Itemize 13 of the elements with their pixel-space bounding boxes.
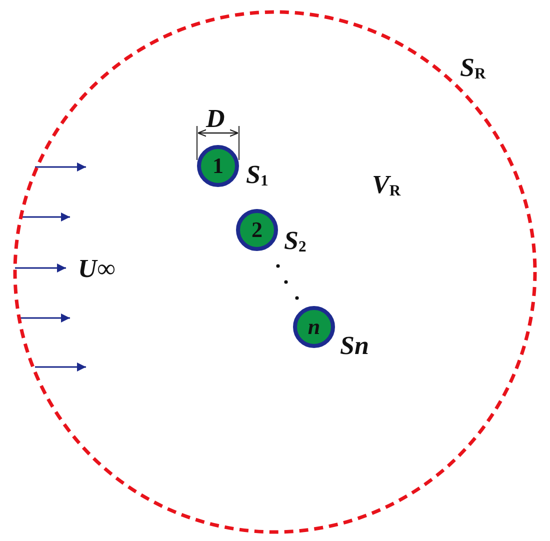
dimension-label: D (206, 106, 225, 132)
velocity-label: U∞ (78, 256, 116, 282)
cylinder-number: 1 (212, 155, 224, 177)
surface-label: S$_{R}$ (460, 55, 486, 82)
cylinder-number: 2 (252, 219, 262, 241)
cylinder-circle (197, 145, 239, 187)
volume-label: V$_{R}$ (372, 172, 401, 199)
cylinder-circle (236, 209, 278, 251)
cylinder-circle (293, 306, 335, 348)
surface-label: Sn (340, 333, 369, 359)
surface-label: S$_{2}$ (284, 228, 306, 255)
cylinder-number: n (308, 316, 320, 338)
surface-label: S$_{1}$ (246, 162, 268, 189)
